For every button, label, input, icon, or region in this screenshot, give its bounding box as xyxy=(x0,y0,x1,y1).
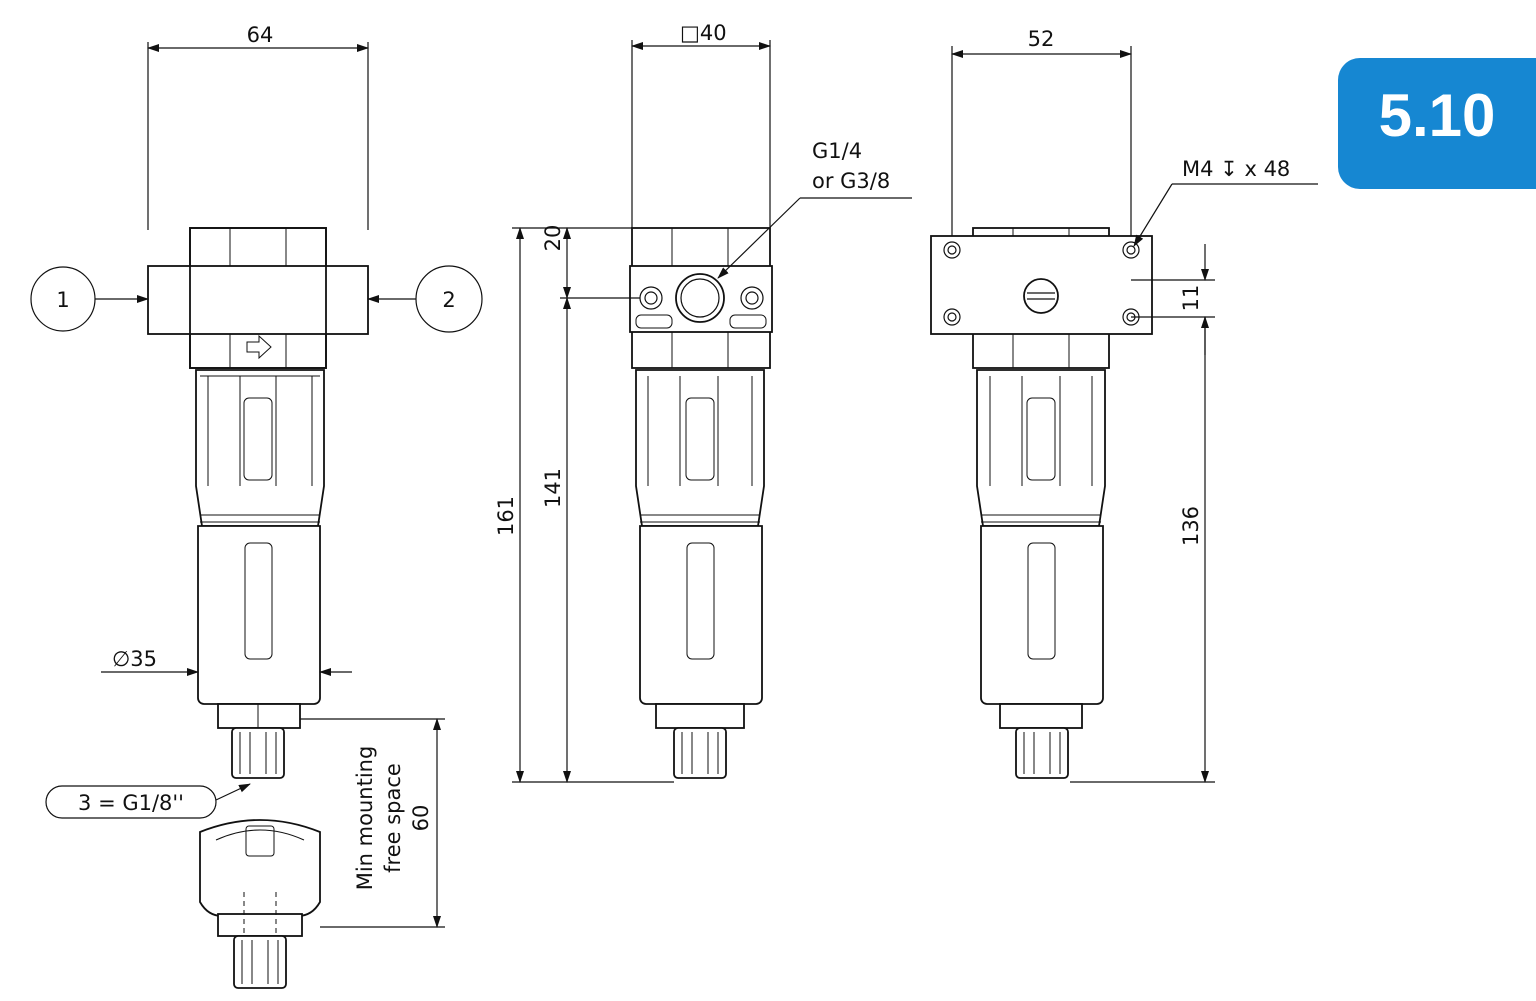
back-view: 52 M4 ↧ x 48 11 136 xyxy=(930,27,1318,783)
thread-depth: x 48 xyxy=(1244,157,1290,181)
dim-20: 20 xyxy=(541,225,565,252)
svg-text:□40: □40 xyxy=(680,21,727,45)
port-2-label: 2 xyxy=(442,288,455,312)
side-view: □40 G1/4 or G3/8 xyxy=(494,21,912,783)
port-size-label-1: G1/4 xyxy=(812,139,862,163)
dim-161: 161 xyxy=(494,496,518,536)
svg-text:∅35: ∅35 xyxy=(112,647,157,671)
dim-136: 136 xyxy=(1179,506,1203,546)
depth-symbol: ↧ xyxy=(1220,157,1238,181)
flow-direction-icon xyxy=(246,334,272,360)
clearance-label-2: free space xyxy=(381,763,405,873)
clearance-label-1: Min mounting xyxy=(353,746,377,891)
port-size-label-2: or G3/8 xyxy=(812,169,890,193)
thread-prefix: M4 xyxy=(1182,157,1213,181)
square-symbol: □ xyxy=(680,21,700,45)
drain-label: 3 = G1/8'' xyxy=(78,791,184,815)
dim-141: 141 xyxy=(541,468,565,508)
dim-11: 11 xyxy=(1179,285,1203,312)
diameter-dim-35: 35 xyxy=(130,647,157,671)
diameter-symbol: ∅ xyxy=(112,647,130,671)
width-dim-52: 52 xyxy=(1028,27,1055,51)
page-number: 5.10 xyxy=(1378,82,1496,149)
width-dim-64: 64 xyxy=(247,23,274,47)
front-view: 64 1 2 ∅35 xyxy=(30,23,483,989)
clearance-dim-60: 60 xyxy=(409,805,433,832)
port-1-label: 1 xyxy=(56,288,69,312)
page-number-badge: 5.10 xyxy=(1338,58,1536,189)
width-dim-40: 40 xyxy=(700,21,727,45)
svg-text:M4 ↧ x 48: M4 ↧ x 48 xyxy=(1182,157,1290,181)
